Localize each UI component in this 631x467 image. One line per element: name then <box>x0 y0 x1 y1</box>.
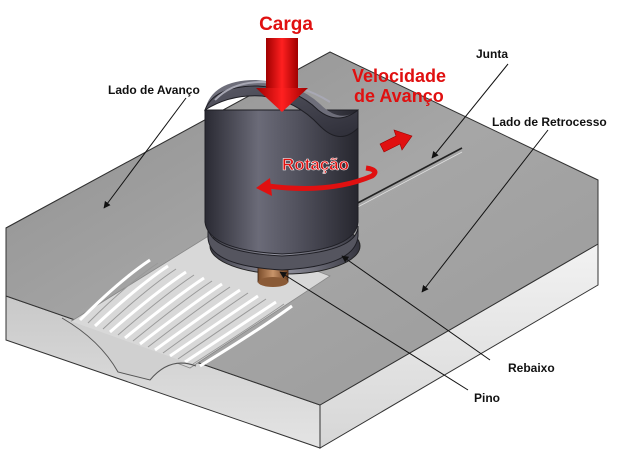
fsw-tool <box>204 80 361 287</box>
label-advancing-side: Lado de Avanço <box>108 83 200 97</box>
rotation-arrow <box>256 165 378 196</box>
label-rotation: Rotação <box>282 155 349 174</box>
joint-line <box>351 147 463 207</box>
load-arrow <box>256 38 308 112</box>
weld-root-profile <box>61 317 197 381</box>
label-load: Carga <box>259 14 313 35</box>
label-travel-speed-line2: de Avanço <box>354 86 444 106</box>
tool-body <box>204 109 359 255</box>
tool-shoulder <box>207 225 359 271</box>
label-joint: Junta <box>476 47 508 61</box>
label-shoulder-recess: Rebaixo <box>508 361 555 375</box>
travel-speed-arrow <box>379 129 413 153</box>
label-travel-speed-line1: Velocidade <box>352 66 446 86</box>
leader-lines <box>103 63 549 391</box>
label-retreating-side: Lado de Retrocesso <box>492 115 607 129</box>
label-pin: Pino <box>474 391 500 405</box>
